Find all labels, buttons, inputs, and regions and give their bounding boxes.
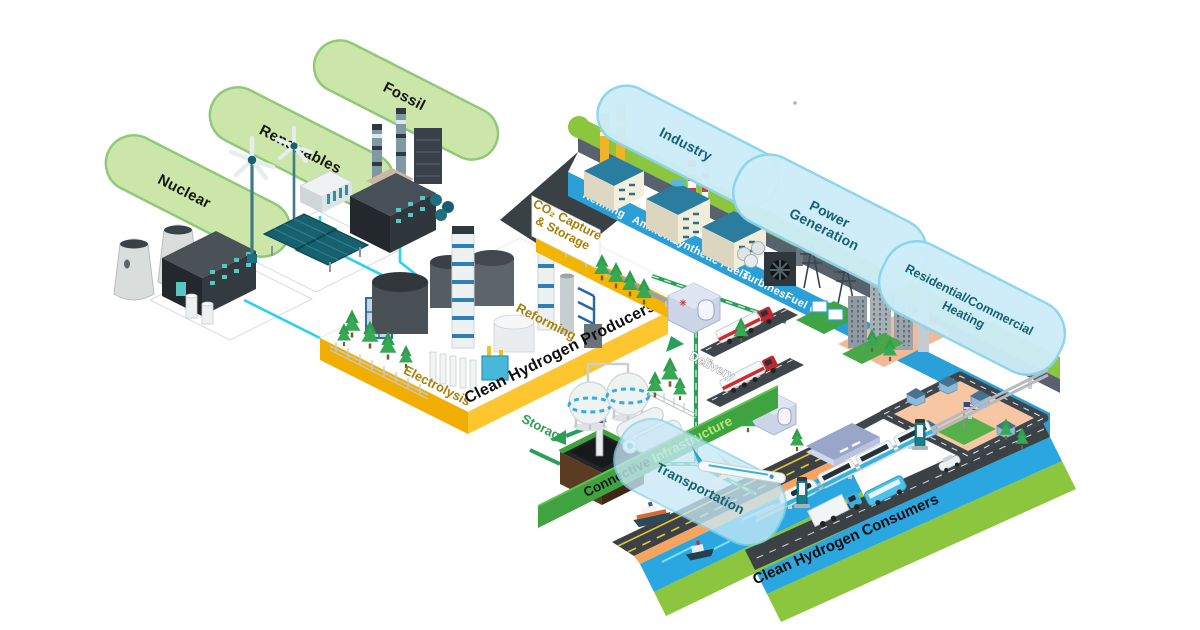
fan-icon: ✳ (679, 298, 687, 308)
hydrogen-truck (806, 491, 862, 528)
solar-panel-icon (262, 213, 370, 272)
transportation-banner (613, 418, 787, 546)
nuclear-plant-icon (113, 224, 256, 325)
speck (793, 101, 797, 105)
pipeline-arrow-icon (666, 336, 684, 352)
source-banners: Nuclear Renewables Fossil (104, 39, 500, 258)
delivery-road (700, 308, 798, 357)
reformer-tower (560, 273, 602, 348)
renewables-icon (228, 126, 370, 272)
tree-icon (790, 428, 804, 452)
electrolyzer-stacks (429, 346, 509, 391)
consumer-banners: Industry Power Generation Residential/Co… (596, 84, 1067, 376)
transportation-zone: Transportation (613, 418, 787, 546)
fuel-cells-icon (796, 300, 862, 334)
airplane-icon (691, 445, 787, 485)
producers-sw-edge (320, 338, 468, 434)
school-building (806, 423, 880, 466)
hydrogen-bus (864, 475, 907, 506)
tree-icon (673, 377, 687, 401)
car (938, 454, 961, 472)
delivery-road (706, 358, 804, 407)
producers-se-edge (468, 312, 668, 434)
delivery-area: ✳ ✳ (667, 282, 804, 452)
tug-boat (685, 540, 715, 561)
tree-icon (661, 357, 679, 387)
park (938, 416, 996, 445)
hydrogen-ship (633, 501, 671, 528)
smokestack-icon (451, 226, 475, 349)
compressor-building: ✳ (667, 282, 721, 334)
fossil-plant-icon (350, 108, 454, 253)
residential-heating-banner (877, 240, 1067, 376)
consumers-blue-band (755, 437, 1062, 594)
residential-loop-road (879, 371, 1049, 461)
storage-label: Storage (519, 411, 569, 446)
synthetic-fuels-building (702, 176, 766, 270)
turbine-building (764, 246, 803, 286)
fossil-banner (312, 39, 500, 161)
sphere-tank-icon (567, 380, 613, 433)
green-strip (842, 329, 904, 364)
storage-arrow-icon (551, 430, 566, 445)
consumers-se-rim (767, 461, 1076, 622)
fence (329, 342, 429, 400)
